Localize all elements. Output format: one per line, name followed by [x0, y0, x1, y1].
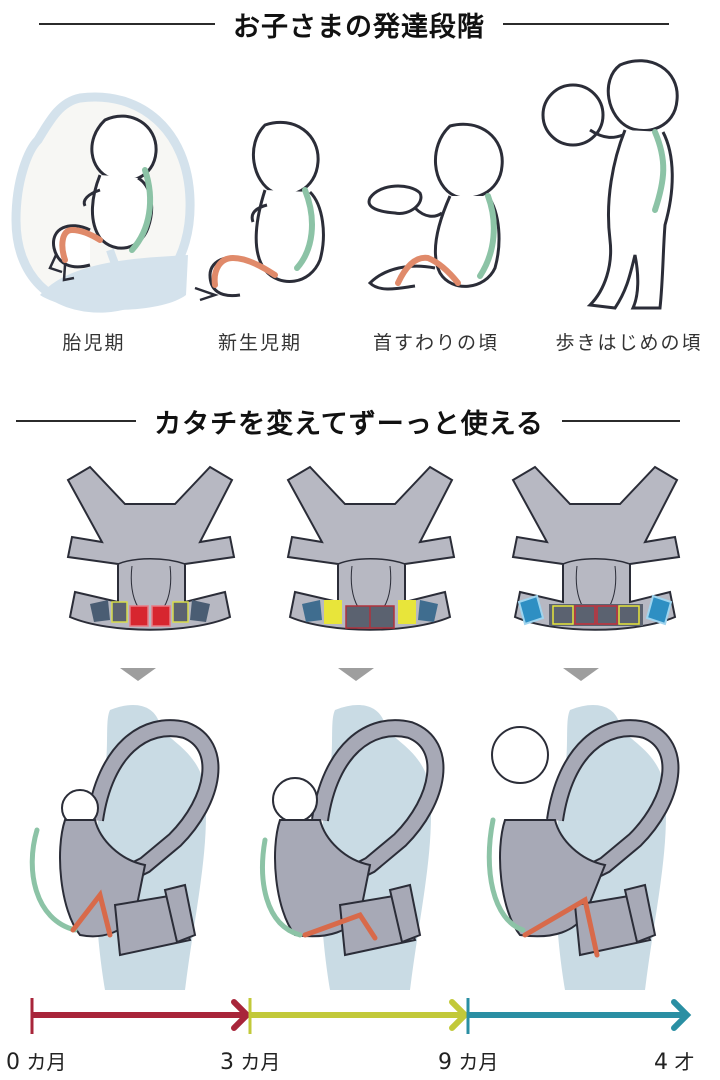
tick-unit: カ月	[240, 1050, 281, 1074]
newborn-icon	[194, 120, 325, 302]
header-rule-left	[16, 420, 137, 422]
timeline-label-9: 9 カ月	[438, 1046, 498, 1075]
carrier-config-newborn	[60, 462, 240, 652]
arrow-down-icon	[338, 668, 374, 681]
arrowhead-blue	[671, 999, 692, 1031]
timeline-arrows	[30, 998, 692, 1034]
panel-row	[302, 600, 438, 629]
tick-number: 0	[6, 1050, 20, 1075]
panel-row	[90, 600, 210, 627]
stage-head-control	[360, 118, 530, 308]
parent-wearing-carrier-icon	[29, 705, 220, 990]
tick-unit: カ月	[26, 1050, 67, 1074]
parent-wearing-carrier-icon	[486, 705, 680, 990]
header-rule-right	[561, 420, 680, 422]
worn-carrier-infant	[250, 690, 460, 990]
stage-fetus	[10, 90, 195, 320]
head-control-baby-icon	[367, 122, 504, 291]
arrowhead-yellow	[449, 999, 470, 1031]
header-rule-left	[39, 23, 215, 25]
tick-number: 9	[438, 1050, 452, 1075]
timeline-label-4y: 4 才	[654, 1046, 694, 1075]
tick-number: 3	[220, 1050, 234, 1075]
arrowhead-red	[231, 999, 252, 1031]
toddler-walking-icon	[541, 59, 679, 310]
section-title: お子さまの発達段階	[233, 11, 485, 43]
arrow-down-icon	[563, 668, 599, 681]
age-timeline	[0, 990, 720, 1080]
header-rule-right	[503, 23, 669, 25]
parent-wearing-carrier-icon	[260, 705, 445, 990]
carrier-config-infant	[280, 462, 460, 652]
carrier-front-icon	[66, 465, 236, 631]
stage-newborn	[185, 110, 345, 310]
stage-label-head-control: 首すわりの頃	[372, 332, 499, 354]
development-stages-header: お子さまの発達段階	[0, 4, 720, 44]
worn-carrier-toddler	[475, 690, 695, 990]
timeline-label-0: 0 カ月	[6, 1046, 66, 1075]
carrier-config-toddler	[505, 462, 685, 652]
fetus-icon	[11, 92, 195, 313]
arrow-down-icon	[120, 668, 156, 681]
section-title: カタチを変えてずーっと使える	[154, 408, 544, 440]
worn-carrier-newborn	[25, 690, 235, 990]
stage-label-newborn: 新生児期	[217, 332, 302, 354]
tick-unit: カ月	[458, 1050, 499, 1074]
panel-row	[517, 594, 673, 626]
timeline-label-3: 3 カ月	[220, 1046, 280, 1075]
carrier-front-icon	[286, 465, 456, 631]
stage-label-toddler: 歩きはじめの頃	[555, 332, 703, 354]
carrier-header: カタチを変えてずーっと使える	[0, 398, 720, 444]
tick-number: 4	[654, 1050, 668, 1075]
tick-unit: 才	[674, 1050, 695, 1074]
carrier-front-icon	[511, 465, 681, 631]
stage-toddler	[535, 50, 715, 315]
stage-label-fetus: 胎児期	[62, 332, 126, 354]
